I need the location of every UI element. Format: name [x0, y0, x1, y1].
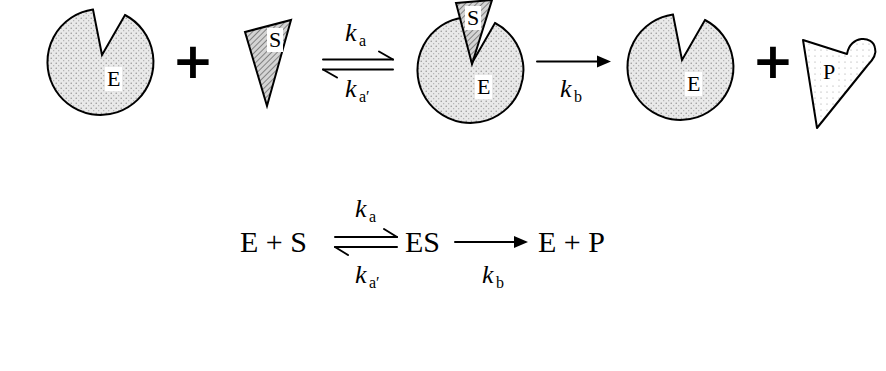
rate-constant: k [345, 76, 357, 102]
reverse-harpoon-head [335, 247, 348, 255]
rate-constant: k [560, 76, 572, 102]
product-arrow-head [514, 236, 528, 248]
shape-label: S [465, 6, 481, 30]
enzyme-circle-outline [625, 12, 735, 122]
rate-subscript: b [496, 275, 504, 291]
rate-subscript: a [369, 209, 376, 225]
shape-label: P [821, 60, 837, 84]
forward-harpoon [335, 236, 397, 238]
shape-label: E [105, 67, 122, 91]
rate-constant: k [355, 196, 367, 222]
rate-subscript: a′ [359, 89, 370, 105]
reverse-harpoon [335, 246, 397, 248]
rate-constant: k [482, 262, 494, 288]
enzyme-circle: ES [415, 15, 525, 125]
forward-harpoon-head [379, 52, 393, 60]
arrow-line [537, 61, 601, 63]
rate-constant: k [345, 20, 357, 46]
enzyme-circle: E [625, 12, 735, 122]
reaction-arrow [323, 52, 393, 78]
rate-subscript: b [574, 89, 582, 105]
shape-label: S [267, 28, 283, 52]
reverse-harpoon-head [323, 70, 337, 78]
forward-harpoon-head [384, 229, 397, 237]
plus-sign: + [752, 36, 794, 86]
arrow-head [597, 56, 611, 68]
equation-term: E + S [240, 227, 307, 257]
rate-constant: k [355, 262, 367, 288]
plus-sign: + [172, 36, 214, 86]
bound-substrate-wedge: S [440, 0, 500, 70]
reverse-harpoon [323, 69, 393, 71]
reaction-arrow [537, 56, 611, 68]
equation-term: E + P [538, 227, 605, 257]
product-shape: P [795, 30, 881, 130]
shape-label: E [475, 75, 492, 99]
enzyme-circle: E [45, 7, 155, 117]
enzyme-circle-outline [45, 7, 155, 117]
product-shape-outline [795, 30, 881, 130]
substrate-wedge: S [243, 18, 295, 110]
forward-harpoon [323, 59, 393, 61]
product-arrow [455, 241, 518, 243]
rate-subscript: a [359, 33, 366, 49]
equation-term: ES [405, 227, 440, 257]
rate-subscript: a′ [369, 275, 380, 291]
shape-label: E [685, 72, 702, 96]
